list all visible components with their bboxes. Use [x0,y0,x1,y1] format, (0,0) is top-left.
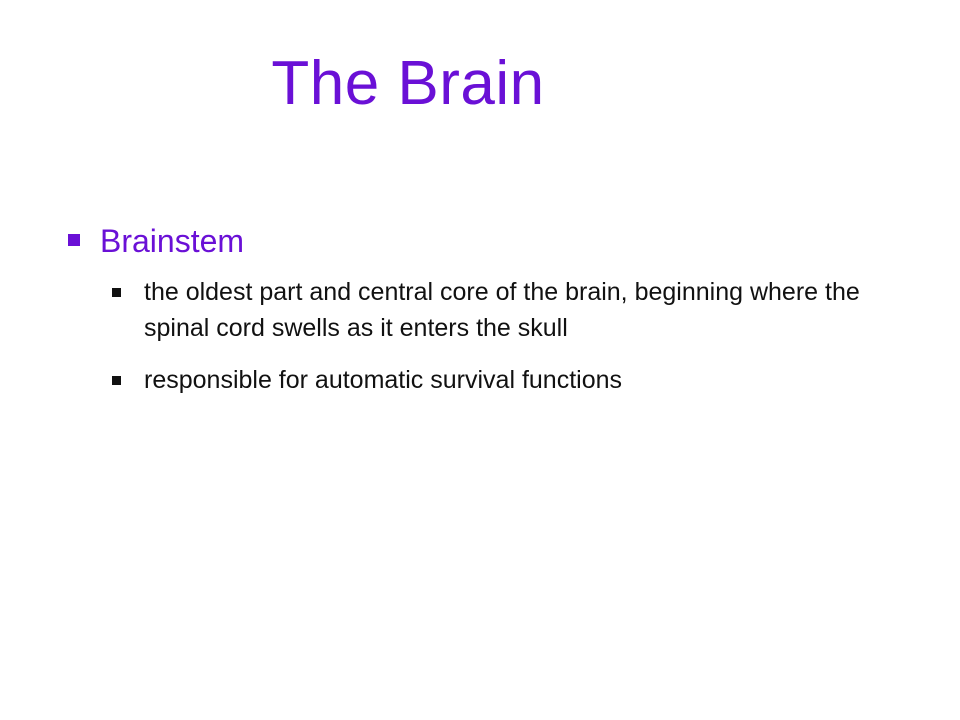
square-bullet-icon [112,274,144,297]
bullet-list: Brainstem the oldest part and central co… [68,214,928,414]
square-bullet-icon [68,214,100,246]
bullet-level1: Brainstem [68,214,928,268]
sub-bullet-item: the oldest part and central core of the … [112,274,912,346]
bullet-item-brainstem: Brainstem the oldest part and central co… [68,214,928,398]
sub-bullet-list: the oldest part and central core of the … [68,274,928,398]
sub-bullet-text: responsible for automatic survival funct… [144,366,623,394]
sub-bullet-text: the oldest part and central core of the … [144,278,860,342]
square-bullet-icon [112,362,144,385]
slide-title: The Brain [271,49,545,118]
bullet-label: Brainstem [100,223,245,259]
sub-bullet-item: responsible for automatic survival funct… [112,362,912,398]
